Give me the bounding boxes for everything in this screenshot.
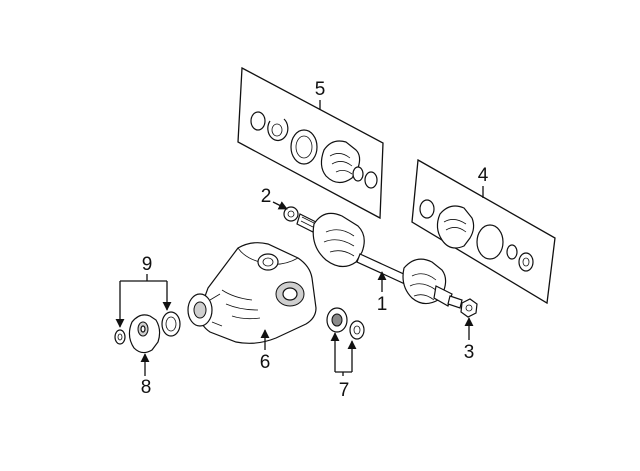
differential-6[interactable] bbox=[187, 242, 317, 344]
bearing-7[interactable] bbox=[326, 307, 348, 333]
callout-lines bbox=[115, 100, 484, 376]
callout-7: 7 bbox=[339, 380, 350, 401]
boot-kit-box-5[interactable] bbox=[237, 66, 384, 220]
callout-2: 2 bbox=[261, 186, 272, 207]
nut-3[interactable] bbox=[460, 298, 478, 318]
nut-2[interactable] bbox=[283, 206, 299, 222]
seal-9-left[interactable] bbox=[114, 329, 126, 345]
axle-shaft-1[interactable] bbox=[296, 212, 463, 309]
seal-9-right[interactable] bbox=[161, 311, 181, 337]
callout-3: 3 bbox=[464, 342, 475, 363]
callout-8: 8 bbox=[141, 377, 152, 398]
seal-7[interactable] bbox=[349, 320, 365, 340]
callout-1: 1 bbox=[377, 294, 388, 315]
callout-4: 4 bbox=[478, 165, 489, 186]
flange-8[interactable] bbox=[128, 314, 161, 354]
callout-5: 5 bbox=[315, 79, 326, 100]
callout-6: 6 bbox=[260, 352, 271, 373]
callout-9: 9 bbox=[142, 254, 153, 275]
boot-kit-box-4[interactable] bbox=[411, 158, 556, 305]
